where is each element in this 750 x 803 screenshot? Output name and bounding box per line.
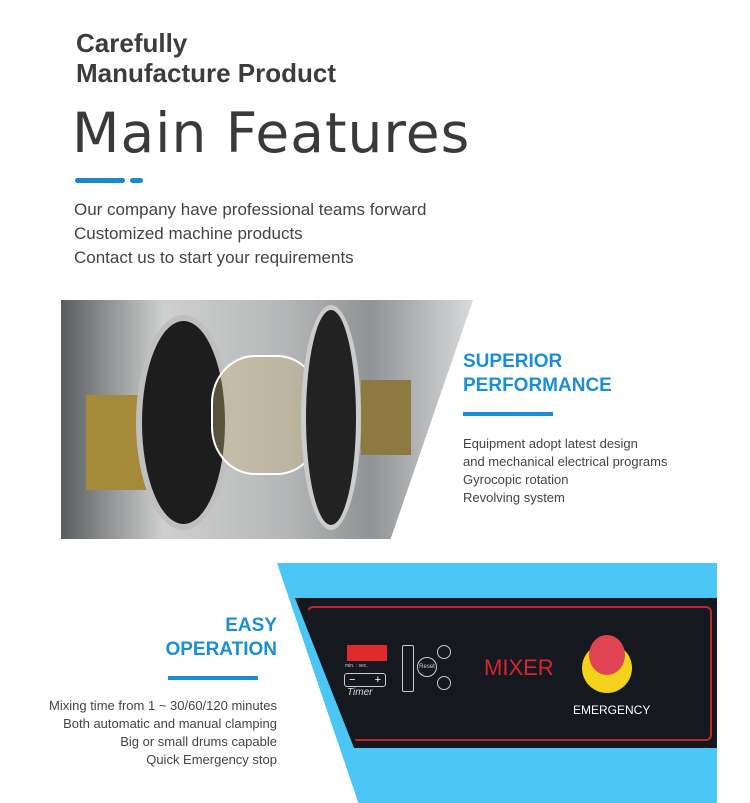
clamp-arm — [361, 380, 411, 455]
intro-line: Our company have professional teams forw… — [74, 200, 427, 219]
reset-button[interactable]: Reset — [417, 657, 437, 677]
timer-display — [347, 645, 387, 661]
feature-underline — [168, 676, 258, 680]
clamp-plate-left — [136, 315, 231, 530]
feature-line: Gyrocopic rotation — [463, 472, 569, 487]
feature-line: Quick Emergency stop — [146, 752, 277, 767]
feature-easy-operation: EASY OPERATION Mixing time from 1 ~ 30/6… — [49, 614, 277, 769]
feature-line: Big or small drums capable — [120, 734, 277, 749]
feature-line: Both automatic and manual clamping — [63, 716, 277, 731]
feature-title: OPERATION — [165, 639, 277, 660]
feature-title: SUPERIOR — [463, 351, 563, 372]
mixer-drum-photo — [61, 300, 473, 539]
feature-line: Revolving system — [463, 490, 565, 505]
control-panel-photo: min. : sec. −+ Timer Reset MIXER EMERGEN… — [277, 563, 717, 803]
accent-bar — [75, 178, 125, 183]
feature-line: and mechanical electrical programs — [463, 454, 668, 469]
timer-adjust-button[interactable]: −+ — [344, 673, 386, 687]
units-label: min. : sec. — [345, 663, 368, 669]
emergency-stop-button[interactable] — [589, 635, 625, 675]
feature-title: PERFORMANCE — [463, 375, 612, 396]
page-title: Main Features — [72, 101, 471, 165]
feature-line: Mixing time from 1 ~ 30/60/120 minutes — [49, 698, 277, 713]
intro-text: Our company have professional teams forw… — [74, 198, 426, 270]
drum-down-button[interactable] — [437, 676, 451, 690]
timer-label: Timer — [347, 687, 373, 698]
subtitle-line: Manufacture Product — [76, 58, 337, 88]
subtitle-line: Carefully — [76, 28, 188, 58]
clamp-plate-right — [301, 305, 361, 530]
feature-superior-performance: SUPERIOR PERFORMANCE Equipment adopt lat… — [463, 350, 667, 507]
intro-line: Customized machine products — [74, 224, 303, 243]
feature-title: EASY — [225, 615, 277, 636]
brand-label: MIXER — [484, 655, 554, 680]
feature-underline — [463, 412, 553, 416]
intro-line: Contact us to start your requirements — [74, 248, 354, 267]
accent-dot — [130, 178, 143, 183]
feature-line: Equipment adopt latest design — [463, 436, 638, 451]
drum-up-button[interactable] — [437, 645, 451, 659]
clamp-buttons[interactable] — [402, 645, 414, 692]
emergency-label: EMERGENCY — [573, 703, 651, 717]
